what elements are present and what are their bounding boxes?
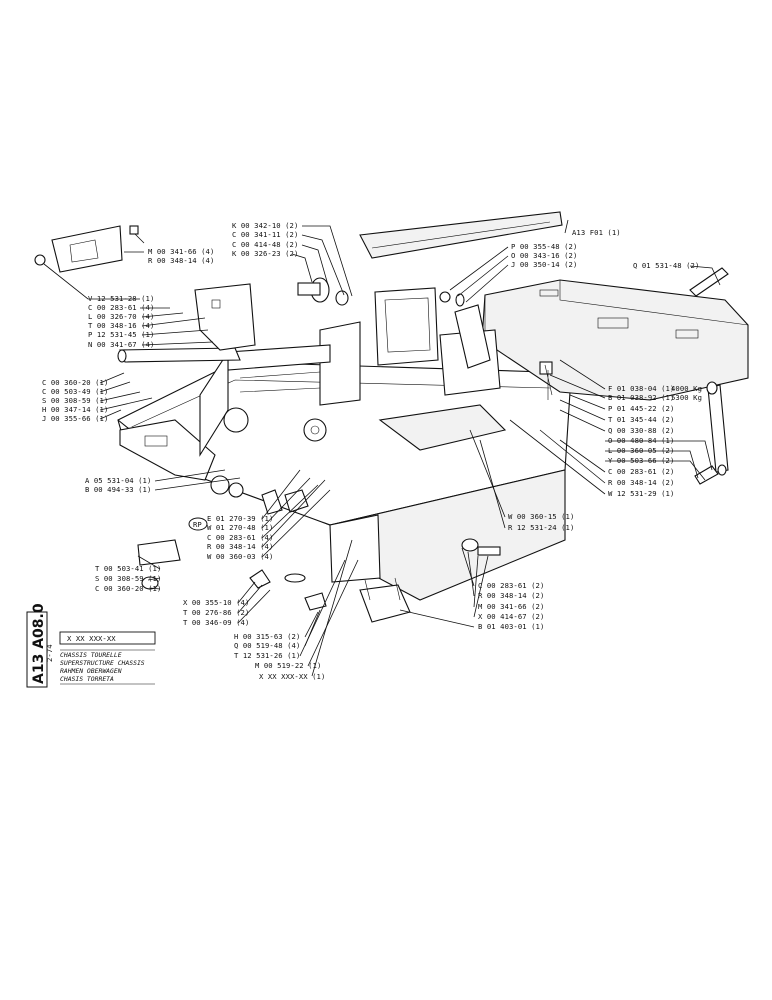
part-label: P 00 355-48 (2) xyxy=(511,242,577,251)
part-label: C 00 503-49 (1) xyxy=(42,387,108,396)
part-label: Y 00 503-66 (2) xyxy=(608,456,674,465)
part-label: C 00 341-11 (2) xyxy=(232,230,298,239)
part-label: R 12 531-24 (1) xyxy=(508,523,574,532)
part-label: C 00 283-61 (4) xyxy=(207,533,273,542)
part-label: P 12 531-45 (1) xyxy=(88,330,154,339)
part-label: W 00 360-15 (1) xyxy=(508,512,574,521)
rp-badge-outline xyxy=(188,517,208,531)
date-stamp: 2-74 xyxy=(45,644,54,662)
part-label: T 00 346-09 (4) xyxy=(183,618,249,627)
leader-lines xyxy=(43,219,721,677)
part-label: T 00 276-86 (2) xyxy=(183,608,249,617)
part-label: R 00 348-14 (2) xyxy=(608,478,674,487)
part-label: C 00 283-61 (2) xyxy=(478,581,544,590)
weight-label: 5300 Kg xyxy=(671,393,702,402)
part-label: N 00 341-67 (4) xyxy=(88,340,154,349)
part-label: B 01 403-01 (1) xyxy=(478,622,544,631)
part-label: W 12 531-29 (1) xyxy=(608,489,674,498)
part-label: R 00 348-14 (2) xyxy=(478,591,544,600)
part-label: C 00 360-20 (1) xyxy=(95,584,161,593)
part-label: M 00 341-66 (2) xyxy=(478,602,544,611)
page-code: A13 A08.0 xyxy=(31,603,47,684)
part-label: A13 F01 (1) xyxy=(572,228,621,237)
part-label: E 01 270-39 (1) xyxy=(207,514,273,523)
weight-label: 4000 Kg xyxy=(671,384,702,393)
part-label: K 00 326-23 (2) xyxy=(232,249,298,258)
part-label: X 00 414-67 (2) xyxy=(478,612,544,621)
part-label: V 12 531-28 (1) xyxy=(88,294,154,303)
part-label: R 00 348-14 (4) xyxy=(207,542,273,551)
page-code-box: A13 A08.0 xyxy=(26,603,48,688)
part-label: Q 00 519-48 (4) xyxy=(234,641,300,650)
part-label: T 00 503-41 (1) xyxy=(95,564,161,573)
part-label: T 01 345-44 (2) xyxy=(608,415,674,424)
part-label: C 00 360-20 (1) xyxy=(42,378,108,387)
part-label: M 00 519-22 (1) xyxy=(255,661,321,670)
part-label: H 00 347-14 (1) xyxy=(42,405,108,414)
part-label: O 00 343-16 (2) xyxy=(511,251,577,260)
part-label: T 00 348-16 (4) xyxy=(88,321,154,330)
part-label: B 00 494-33 (1) xyxy=(85,485,151,494)
part-label: M 00 341-66 (4) xyxy=(148,247,214,256)
title-fr: CHASSIS TOURELLE xyxy=(60,651,122,659)
part-label: X 00 355-10 (4) xyxy=(183,598,249,607)
rp-badge: RP xyxy=(193,520,202,529)
code-box-text: X XX XXX-XX xyxy=(67,634,116,643)
part-label: C 00 283-61 (4) xyxy=(88,303,154,312)
part-label: B 01 038-92 (1) xyxy=(608,393,674,402)
part-label: R 00 348-14 (4) xyxy=(148,256,214,265)
part-label: X XX XXX-XX (1) xyxy=(259,672,325,681)
title-es: CHASIS TORRETA xyxy=(60,675,114,683)
part-label: W 01 270-48 (1) xyxy=(207,523,273,532)
title-en: SUPERSTRUCTURE CHASSIS xyxy=(60,659,145,667)
part-label: L 00 360-05 (2) xyxy=(608,446,674,455)
title-block: X XX XXX-XX CHASSIS TOURELLE SUPERSTRUCT… xyxy=(45,631,156,685)
part-label: Q 00 330-88 (2) xyxy=(608,426,674,435)
part-label: Q 01 531-48 (2) xyxy=(633,261,699,270)
part-label: C 00 283-61 (2) xyxy=(608,467,674,476)
part-label: T 12 531-26 (1) xyxy=(234,651,300,660)
part-label: J 00 355-66 (1) xyxy=(42,414,108,423)
part-label: L 00 326-70 (4) xyxy=(88,312,154,321)
code-box xyxy=(59,631,156,645)
part-label: H 00 315-63 (2) xyxy=(234,632,300,641)
part-label: C 00 414-48 (2) xyxy=(232,240,298,249)
part-label: P 01 445-22 (2) xyxy=(608,404,674,413)
part-label: S 00 308-59 (1) xyxy=(95,574,161,583)
part-label: A 05 531-04 (1) xyxy=(85,476,151,485)
part-label: K 00 342-10 (2) xyxy=(232,221,298,230)
title-de: RAHMEN OBERWAGEN xyxy=(60,667,122,675)
part-label: W 00 360-03 (4) xyxy=(207,552,273,561)
part-label: F 01 038-04 (1) xyxy=(608,384,674,393)
part-labels: M 00 341-66 (4) R 00 348-14 (4) V 12 531… xyxy=(42,221,702,681)
part-label: S 00 308-59 (1) xyxy=(42,396,108,405)
part-label: J 00 350-14 (2) xyxy=(511,260,577,269)
part-label: O 00 480-84 (1) xyxy=(608,436,674,445)
